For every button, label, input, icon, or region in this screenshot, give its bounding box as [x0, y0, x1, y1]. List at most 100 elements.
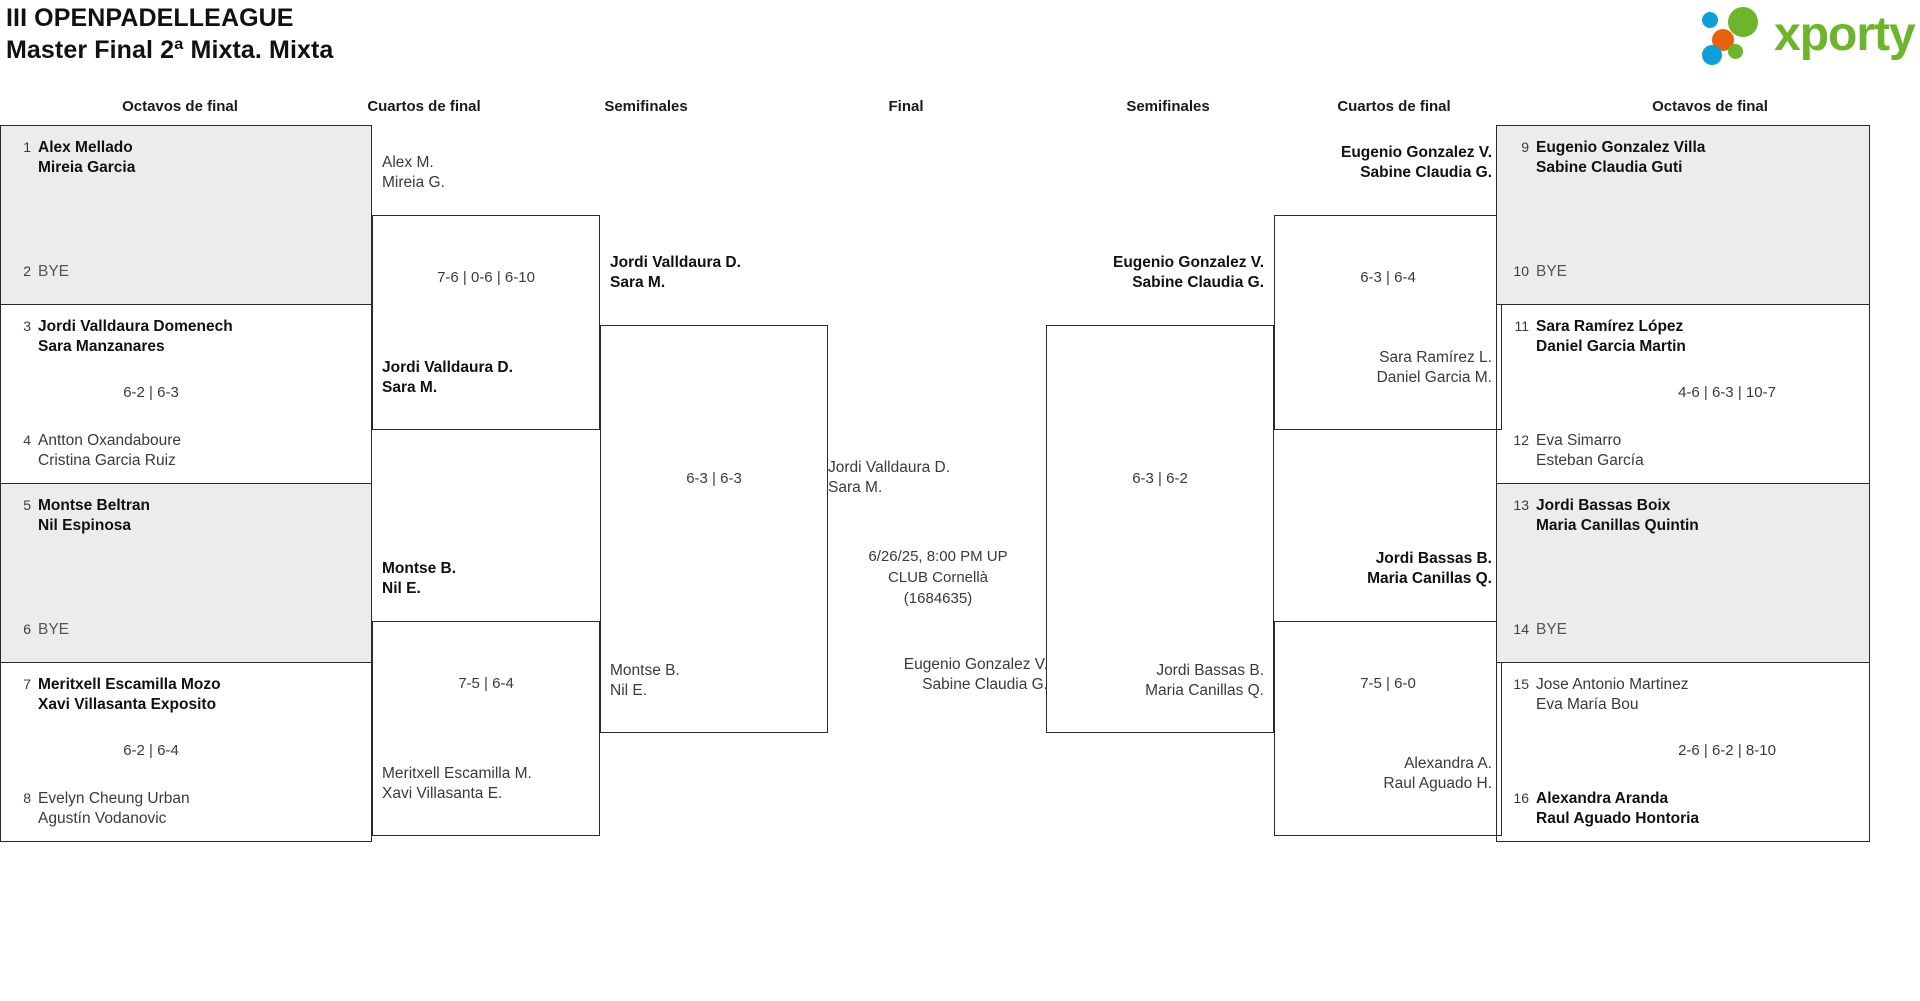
seed-number: 14 [1513, 621, 1529, 637]
match-score: 6-2 | 6-3 [123, 384, 179, 401]
team-slot-seed-16[interactable]: 16 Alexandra Aranda Raul Aguado Hontoria [1503, 789, 1699, 828]
team-names: Montse Beltran Nil Espinosa [38, 497, 150, 534]
connector-sf-right [1046, 325, 1274, 733]
team-names: Jordi Valldaura Domenech Sara Manzanares [38, 318, 233, 355]
seed-number: 8 [23, 790, 31, 806]
round-label-semis-right: Semifinales [1126, 98, 1210, 115]
match-score-qf-left-2: 7-5 | 6-4 [458, 675, 514, 692]
team-slot-seed-2[interactable]: 2 BYE [9, 262, 69, 282]
team-qf-left-1-bottom[interactable]: Jordi Valldaura D. Sara M. [382, 359, 513, 396]
match-box-r16-right-3[interactable]: 13 Jordi Bassas Boix Maria Canillas Quin… [1496, 483, 1870, 663]
round-label-final: Final [888, 98, 924, 115]
team-names: Eva Simarro Esteban García [1536, 432, 1644, 469]
match-box-r16-right-1[interactable]: 9 Eugenio Gonzalez Villa Sabine Claudia … [1496, 125, 1870, 305]
connector-qf-left-1 [372, 215, 600, 430]
team-slot-seed-5[interactable]: 5 Montse Beltran Nil Espinosa [9, 496, 150, 535]
team-slot-seed-7[interactable]: 7 Meritxell Escamilla Mozo Xavi Villasan… [9, 675, 221, 714]
seed-number: 5 [23, 497, 31, 513]
team-names: Meritxell Escamilla Mozo Xavi Villasanta… [38, 676, 221, 713]
round-label-cuartos-right: Cuartos de final [1337, 98, 1451, 115]
team-slot-seed-14[interactable]: 14 BYE [1503, 620, 1567, 640]
tournament-title: III OPENPADELLEAGUE Master Final 2ª Mixt… [6, 2, 333, 66]
seed-number: 13 [1513, 497, 1529, 513]
match-score: 6-2 | 6-4 [123, 742, 179, 759]
seed-number: 16 [1513, 790, 1529, 806]
team-names: Alex Mellado Mireia Garcia [38, 139, 136, 176]
match-box-r16-right-4[interactable]: 15 Jose Antonio Martinez Eva María Bou 2… [1496, 662, 1870, 842]
final-match-info: 6/26/25, 8:00 PM UP CLUB Cornellà (16846… [868, 548, 1008, 607]
connector-qf-left-2 [372, 621, 600, 836]
match-box-r16-left-1[interactable]: 1 Alex Mellado Mireia Garcia 2 BYE [0, 125, 372, 305]
team-qf-left-2-bottom[interactable]: Meritxell Escamilla M. Xavi Villasanta E… [382, 765, 532, 802]
connector-qf-right-2 [1274, 621, 1502, 836]
match-score-qf-right-2: 7-5 | 6-0 [1360, 675, 1416, 692]
team-slot-seed-3[interactable]: 3 Jordi Valldaura Domenech Sara Manzanar… [9, 317, 233, 356]
team-names: Sara Ramírez López Daniel Garcia Martin [1536, 318, 1686, 355]
seed-number: 1 [23, 139, 31, 155]
seed-number: 4 [23, 432, 31, 448]
team-names: Jordi Bassas Boix Maria Canillas Quintin [1536, 497, 1699, 534]
match-score: 2-6 | 6-2 | 8-10 [1678, 742, 1776, 759]
team-final-right[interactable]: Eugenio Gonzalez V. Sabine Claudia G. [903, 656, 1048, 693]
match-score: 4-6 | 6-3 | 10-7 [1678, 384, 1776, 401]
match-box-r16-left-3[interactable]: 5 Montse Beltran Nil Espinosa 6 BYE [0, 483, 372, 663]
seed-number: 9 [1521, 139, 1529, 155]
logo-wordmark: xporty [1774, 8, 1916, 61]
match-box-r16-left-2[interactable]: 3 Jordi Valldaura Domenech Sara Manzanar… [0, 304, 372, 484]
team-slot-seed-4[interactable]: 4 Antton Oxandaboure Cristina Garcia Rui… [9, 431, 181, 470]
team-qf-right-1-top[interactable]: Eugenio Gonzalez V. Sabine Claudia G. [1340, 144, 1492, 181]
team-slot-seed-6[interactable]: 6 BYE [9, 620, 69, 640]
team-names: BYE [38, 263, 70, 280]
match-box-r16-left-4[interactable]: 7 Meritxell Escamilla Mozo Xavi Villasan… [0, 662, 372, 842]
team-qf-right-1-bottom[interactable]: Sara Ramírez L. Daniel Garcia M. [1376, 349, 1492, 386]
team-sf-right-top[interactable]: Eugenio Gonzalez V. Sabine Claudia G. [1112, 254, 1264, 291]
team-sf-left-top[interactable]: Jordi Valldaura D. Sara M. [610, 254, 741, 291]
seed-number: 6 [23, 621, 31, 637]
team-names: Eugenio Gonzalez Villa Sabine Claudia Gu… [1536, 139, 1706, 176]
team-names: BYE [1536, 621, 1568, 638]
match-box-r16-right-2[interactable]: 11 Sara Ramírez López Daniel Garcia Mart… [1496, 304, 1870, 484]
tournament-subtitle: Master Final 2ª Mixta. Mixta [6, 36, 334, 64]
round-label-semis-left: Semifinales [604, 98, 688, 115]
tournament-name: III OPENPADELLEAGUE [6, 4, 294, 32]
connector-qf-right-1 [1274, 215, 1502, 430]
round-label-octavos-right: Octavos de final [1652, 98, 1768, 115]
match-score-sf-right: 6-3 | 6-2 [1132, 470, 1188, 487]
team-names: BYE [1536, 263, 1568, 280]
team-slot-seed-8[interactable]: 8 Evelyn Cheung Urban Agustín Vodanovic [9, 789, 190, 828]
seed-number: 10 [1513, 263, 1529, 279]
team-slot-seed-1[interactable]: 1 Alex Mellado Mireia Garcia [9, 138, 135, 177]
team-slot-seed-12[interactable]: 12 Eva Simarro Esteban García [1503, 431, 1644, 470]
page-header: III OPENPADELLEAGUE Master Final 2ª Mixt… [0, 0, 1920, 95]
round-label-octavos-left: Octavos de final [122, 98, 238, 115]
team-slot-seed-13[interactable]: 13 Jordi Bassas Boix Maria Canillas Quin… [1503, 496, 1699, 535]
connector-sf-left [600, 325, 828, 733]
team-names: Evelyn Cheung Urban Agustín Vodanovic [38, 790, 190, 827]
team-names: Alexandra Aranda Raul Aguado Hontoria [1536, 790, 1700, 827]
team-names: BYE [38, 621, 70, 638]
seed-number: 7 [23, 676, 31, 692]
seed-number: 15 [1513, 676, 1529, 692]
team-slot-seed-15[interactable]: 15 Jose Antonio Martinez Eva María Bou [1503, 675, 1689, 714]
logo-dots-icon [1702, 7, 1772, 65]
seed-number: 2 [23, 263, 31, 279]
match-score-sf-left: 6-3 | 6-3 [686, 470, 742, 487]
round-label-cuartos-left: Cuartos de final [367, 98, 481, 115]
team-names: Jose Antonio Martinez Eva María Bou [1536, 676, 1689, 713]
team-qf-left-2-top[interactable]: Montse B. Nil E. [382, 560, 457, 597]
team-slot-seed-10[interactable]: 10 BYE [1503, 262, 1567, 282]
team-names: Antton Oxandaboure Cristina Garcia Ruiz [38, 432, 182, 469]
xporty-logo[interactable]: xporty [1702, 5, 1916, 67]
team-qf-right-2-top[interactable]: Jordi Bassas B. Maria Canillas Q. [1367, 550, 1492, 587]
team-qf-left-1-top[interactable]: Alex M. Mireia G. [382, 154, 445, 191]
team-sf-right-bottom[interactable]: Jordi Bassas B. Maria Canillas Q. [1145, 662, 1264, 699]
seed-number: 11 [1514, 318, 1529, 334]
team-qf-right-2-bottom[interactable]: Alexandra A. Raul Aguado H. [1383, 755, 1492, 792]
seed-number: 12 [1513, 432, 1529, 448]
team-sf-left-bottom[interactable]: Montse B. Nil E. [610, 662, 680, 699]
team-slot-seed-9[interactable]: 9 Eugenio Gonzalez Villa Sabine Claudia … [1503, 138, 1705, 177]
team-slot-seed-11[interactable]: 11 Sara Ramírez López Daniel Garcia Mart… [1503, 317, 1686, 356]
team-final-left[interactable]: Jordi Valldaura D. Sara M. [828, 459, 951, 496]
match-score-qf-left-1: 7-6 | 0-6 | 6-10 [437, 269, 535, 286]
seed-number: 3 [23, 318, 31, 334]
